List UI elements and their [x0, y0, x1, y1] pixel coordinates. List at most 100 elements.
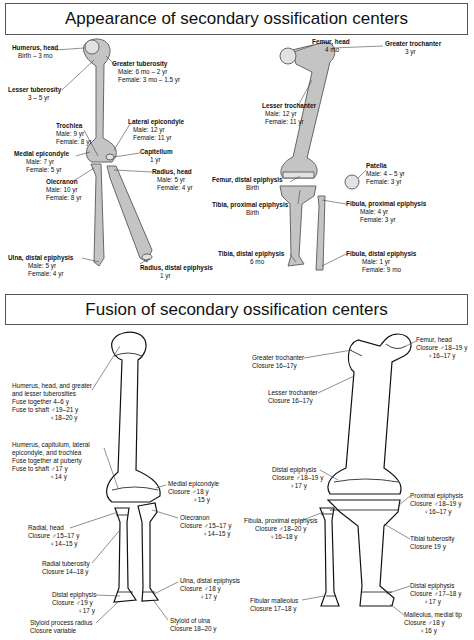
age-label: ♀16 y — [420, 627, 437, 635]
age-label: 3 – 5 yr — [28, 94, 49, 102]
age-label: 3 yr — [405, 48, 416, 56]
age-label: Closure ♂17–18 y — [410, 590, 461, 598]
capitellum — [106, 154, 114, 160]
age-label: Closure ♂18 y — [168, 488, 209, 496]
age-label: Closure ♂18–19 y — [416, 344, 467, 352]
radius-distal-epiphysis — [142, 254, 152, 260]
age-label: Distal epiphysis — [52, 591, 96, 599]
age-label: Fuse together at puberty — [12, 457, 82, 465]
age-label: Humerus, capitulum, lateral epicondyle, … — [12, 441, 104, 456]
age-label: Female: 8 yr — [56, 138, 92, 146]
age-label: Male: 9 yr — [56, 130, 84, 138]
age-label: Malleolus, medial tip — [404, 611, 462, 619]
age-label: Styloid process radius — [30, 619, 93, 627]
age-label: ♀17 y — [78, 607, 95, 615]
bone-label: Femur, head — [312, 38, 350, 46]
age-label: Styloid of ulna — [170, 617, 210, 625]
age-label: Female: 5 yr — [26, 166, 62, 174]
bone-label: Medial epicondyle — [14, 150, 69, 158]
age-label: Greater trochanter — [252, 354, 304, 362]
section-header-text: Fusion of secondary ossification centers — [85, 300, 387, 320]
bone-label: Lesser tuberosity — [8, 86, 61, 94]
age-label: Closure 19 y — [410, 543, 446, 551]
age-label: Lesser trochanter — [268, 389, 318, 397]
age-label: Male: 1 yr — [362, 258, 390, 266]
age-label: 6 mo — [250, 258, 264, 266]
age-label: Closure ♂18–20 y — [255, 525, 306, 533]
femur — [328, 334, 411, 494]
humerus — [107, 332, 161, 502]
fibula — [316, 196, 325, 270]
age-label: Female: 3 mo – 1.5 yr — [118, 76, 180, 84]
age-label: ♀18–20 y — [50, 414, 78, 422]
age-label: Closure ♂18 y — [180, 585, 221, 593]
leader-lines — [56, 45, 416, 623]
age-label: Closure ♂15–17 y — [180, 522, 231, 530]
age-label: Female: 4 yr — [157, 184, 193, 192]
radius — [114, 508, 136, 602]
age-label: ♀16–17 y — [424, 508, 452, 516]
bone-label: Ulna, distal epiphysis — [8, 254, 73, 262]
age-label: Olecranon — [180, 514, 210, 522]
bone-label: Humerus, head — [12, 44, 58, 52]
section-header-box: Appearance of secondary ossification cen… — [5, 3, 468, 35]
femur-head — [280, 48, 296, 64]
age-label: Closure ♂18–19 y — [410, 500, 461, 508]
age-label: Closure 16–17y — [252, 362, 297, 370]
age-label: ♀16–17 y — [428, 352, 456, 360]
age-label: Male: 6 mo – 2 yr — [118, 68, 167, 76]
age-label: Fibular malleolus — [250, 597, 298, 605]
age-label: Ulna, distal epiphysis — [180, 577, 240, 585]
age-label: 1 yr — [160, 272, 171, 280]
bone-label: Tibia, distal epiphysis — [218, 250, 284, 258]
age-label: Closure variable — [30, 627, 76, 635]
age-label: Radial, head — [28, 524, 64, 532]
fibula — [320, 508, 339, 606]
age-label: Male: 5 yr — [28, 262, 56, 270]
age-label: Closure ♂19 y — [52, 599, 93, 607]
epiphyseal-line — [112, 353, 158, 490]
age-label: Female: 11 yr — [265, 118, 304, 126]
age-label: Fibula, proximal epiphysis — [244, 517, 318, 525]
age-label: Medial epicondyle — [168, 480, 219, 488]
age-label: Male: 10 yr — [46, 186, 78, 194]
bone-label: Femur, distal epiphysis — [212, 176, 283, 184]
bone-label: Greater trochanter — [385, 40, 441, 48]
age-label: Birth — [246, 184, 259, 192]
age-label: Femur, head — [416, 336, 452, 344]
bone-label: Trochlea — [56, 122, 82, 130]
bone-label: Fibula, proximal epiphysis — [346, 200, 426, 208]
age-label: Humerus, head, and greater and lesser tu… — [12, 382, 92, 397]
age-label: Closure 16–17y — [268, 397, 313, 405]
bone-label: Greater tuberosity — [112, 60, 167, 68]
age-label: Proximal epiphysis — [410, 492, 463, 500]
age-label: ♀17 y — [424, 598, 441, 606]
age-label: Closure 14–18 y — [42, 568, 89, 576]
age-label: Radial tuberosity — [42, 560, 90, 568]
age-label: Closure ♂15–17 y — [28, 532, 79, 540]
tibia — [280, 186, 316, 266]
age-label: Closure ♂18 y — [404, 619, 445, 627]
age-label: Distal epiphysis — [410, 582, 454, 590]
bone-label: Lesser trochanter — [262, 102, 316, 110]
age-label: ♀14 y — [50, 473, 67, 481]
epiphyseal-line — [116, 515, 155, 592]
age-label: Birth — [246, 209, 259, 217]
age-label: 1 yr — [150, 156, 161, 164]
epiphyseal-line — [334, 344, 406, 482]
radius — [107, 166, 152, 262]
bone-label: Radius, head — [152, 168, 192, 176]
age-label: ♀17 y — [200, 593, 217, 601]
bone-label: Lateral epicondyle — [128, 118, 184, 126]
age-label: Female: 4 yr — [28, 270, 64, 278]
age-label: ♀14–15 y — [50, 540, 78, 548]
age-label: Female: 3 yr — [366, 178, 402, 186]
age-label: Female: 8 yr — [46, 194, 82, 202]
section-header-text: Appearance of secondary ossification cen… — [65, 9, 408, 29]
age-label: Fuse to shaft ♂19–21 y — [12, 406, 78, 414]
age-label: Birth – 3 mo — [18, 52, 52, 60]
bone-label: Patella — [366, 162, 387, 170]
age-label: Female: 3 yr — [360, 216, 396, 224]
epiphyseal-line — [321, 510, 398, 596]
